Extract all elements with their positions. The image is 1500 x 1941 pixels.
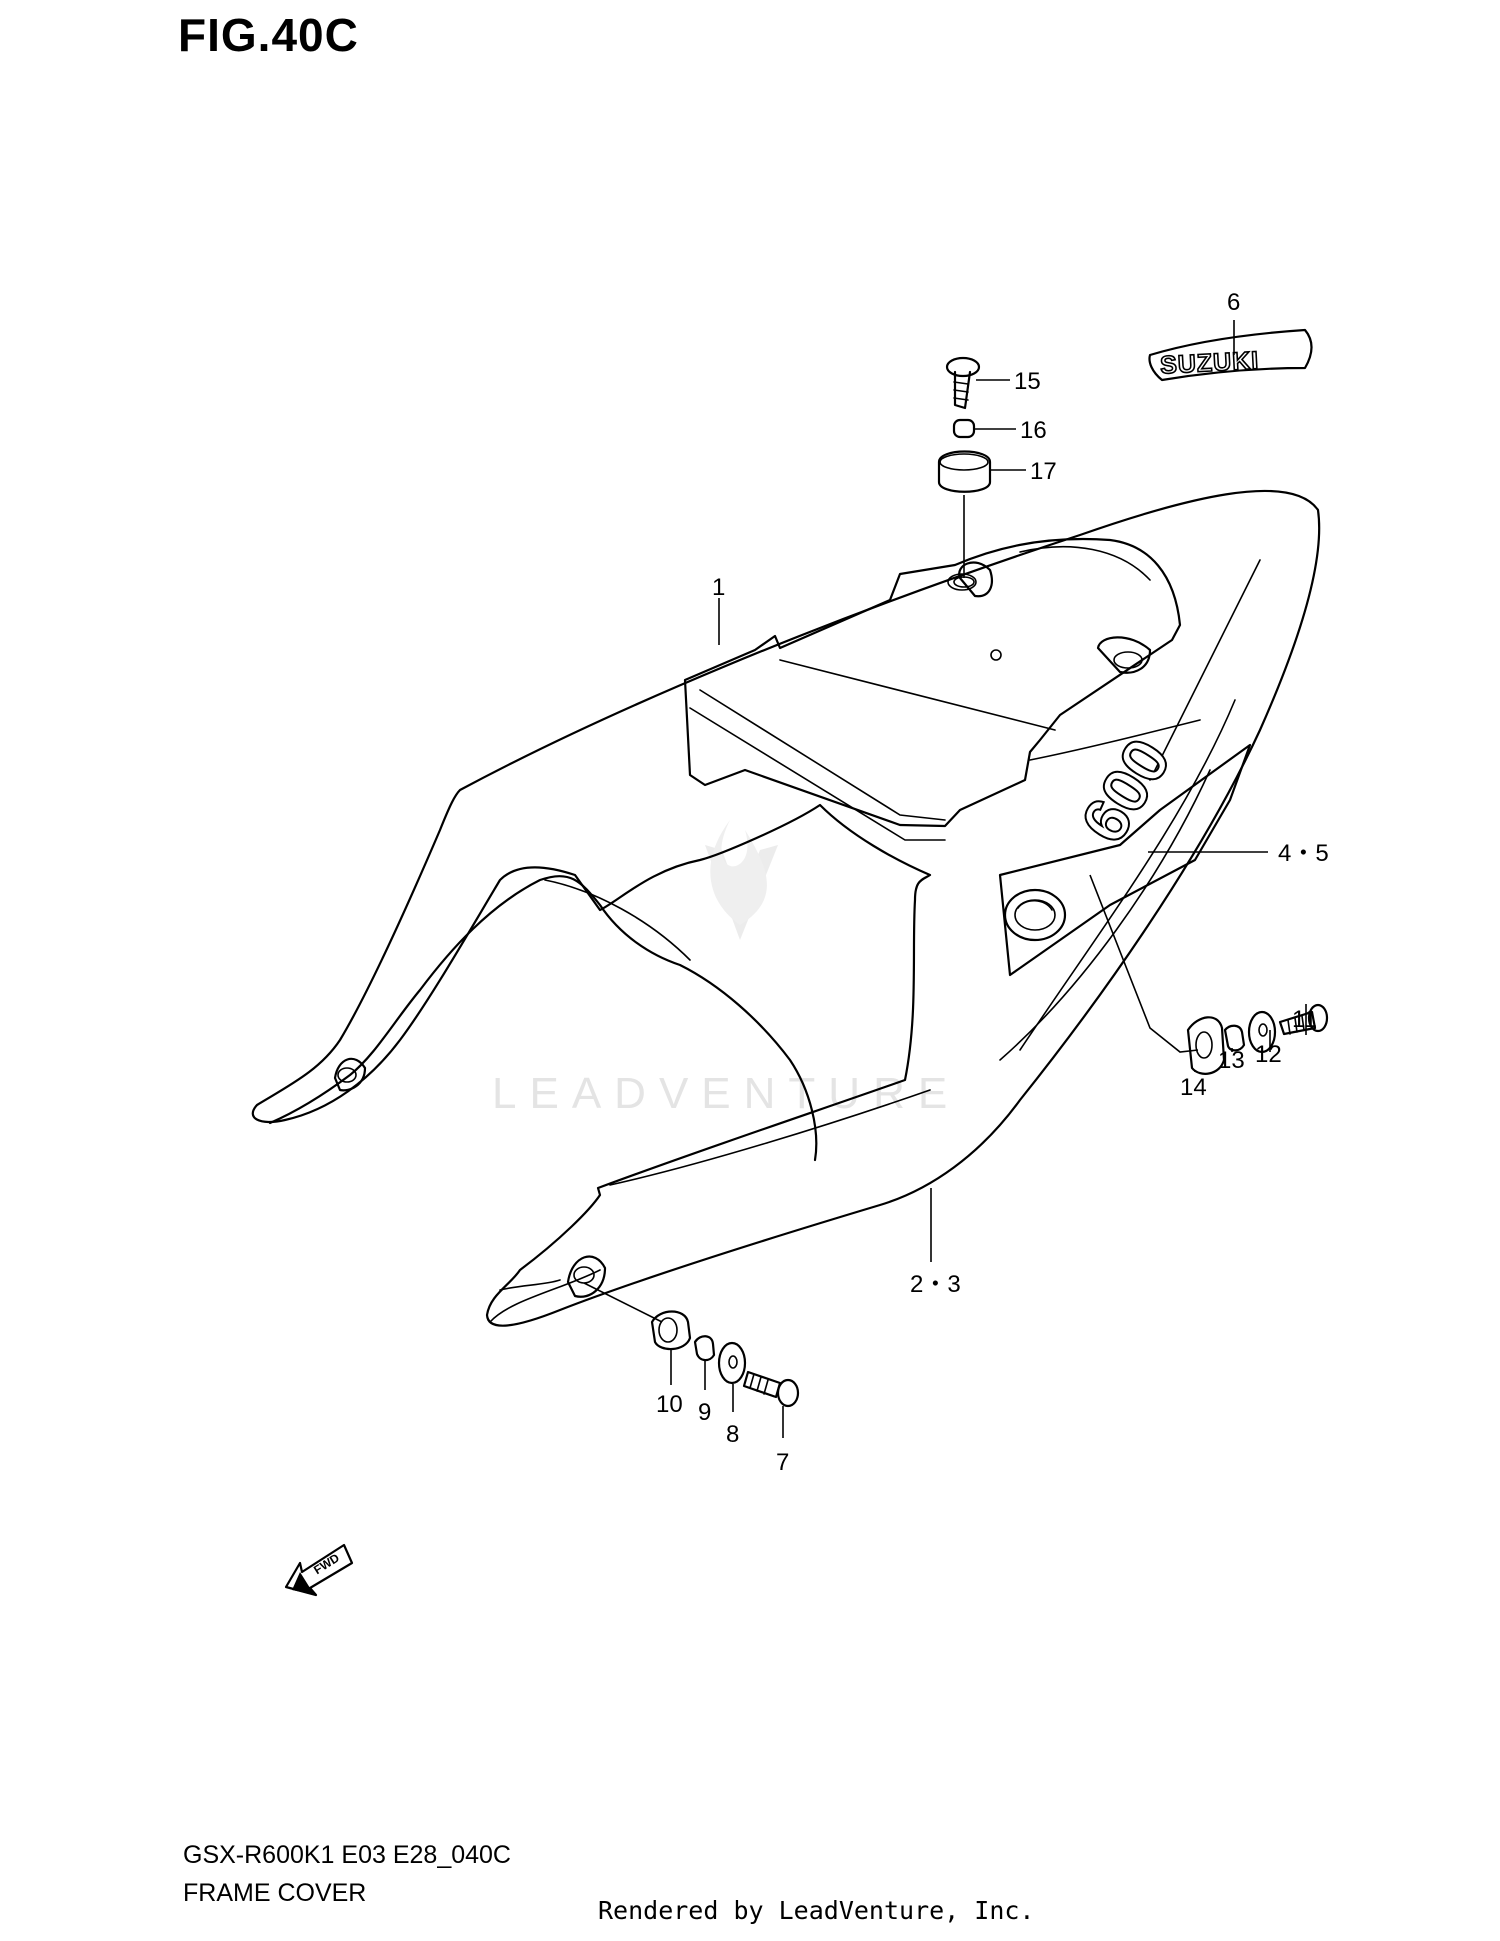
side-fastener-stack xyxy=(1089,874,1329,1075)
screw-7 xyxy=(742,1370,800,1408)
figure-title: FIG.40C xyxy=(178,9,359,61)
screw-15 xyxy=(945,356,981,378)
washer-12 xyxy=(1247,1010,1277,1054)
washer-8 xyxy=(717,1341,747,1385)
callout-17: 17 xyxy=(1030,458,1057,485)
suzuki-logo-text: SUZUKI xyxy=(1159,346,1259,379)
collar-16 xyxy=(952,418,976,439)
lower-fastener-stack xyxy=(583,1282,800,1408)
frame-cover-left-rim xyxy=(268,875,818,1162)
screw-11 xyxy=(1278,1003,1329,1036)
callout-11: 11 xyxy=(1292,1006,1317,1033)
side-badge-panel xyxy=(998,743,1252,977)
callout-15: 15 xyxy=(1014,368,1041,395)
collar-13 xyxy=(1223,1024,1246,1052)
callout-1: 1 xyxy=(712,574,725,601)
fwd-label: FWD xyxy=(311,1551,342,1578)
callouts: 1 2・3 4・5 6 7 8 9 10 11 12 13 14 15 16 1… xyxy=(656,289,1329,1476)
callout-16: 16 xyxy=(1020,417,1047,444)
seat-recess-rim xyxy=(683,537,1182,828)
callout-2-3: 2・3 xyxy=(910,1271,961,1298)
frame-cover xyxy=(251,489,1321,1327)
callout-14: 14 xyxy=(1180,1074,1207,1101)
top-fastener-stack xyxy=(937,356,992,588)
frame-cover-outline xyxy=(251,489,1321,1327)
callout-7: 7 xyxy=(776,1449,789,1476)
grommet-14 xyxy=(1186,1016,1226,1075)
collar-9 xyxy=(693,1335,716,1362)
suzuki-emblem: SUZUKI xyxy=(1148,328,1313,382)
callout-4-5: 4・5 xyxy=(1278,840,1329,867)
cushion-17 xyxy=(937,450,992,493)
watermark: LEADVENTURE xyxy=(492,820,960,1118)
figure-name: FRAME COVER xyxy=(183,1879,367,1907)
fwd-arrow-icon: FWD xyxy=(284,1543,354,1597)
callout-8: 8 xyxy=(726,1421,739,1448)
callout-13: 13 xyxy=(1218,1047,1245,1074)
grommet-10 xyxy=(650,1310,692,1351)
callout-10: 10 xyxy=(656,1391,683,1418)
callout-9: 9 xyxy=(698,1399,711,1426)
leader-lines xyxy=(670,320,1307,1438)
callout-12: 12 xyxy=(1255,1041,1282,1068)
rendered-by-credit: Rendered by LeadVenture, Inc. xyxy=(598,1896,1035,1925)
callout-6: 6 xyxy=(1227,289,1240,316)
figure-code: GSX-R600K1 E03 E28_040C xyxy=(183,1841,511,1869)
watermark-text: LEADVENTURE xyxy=(492,1069,960,1118)
